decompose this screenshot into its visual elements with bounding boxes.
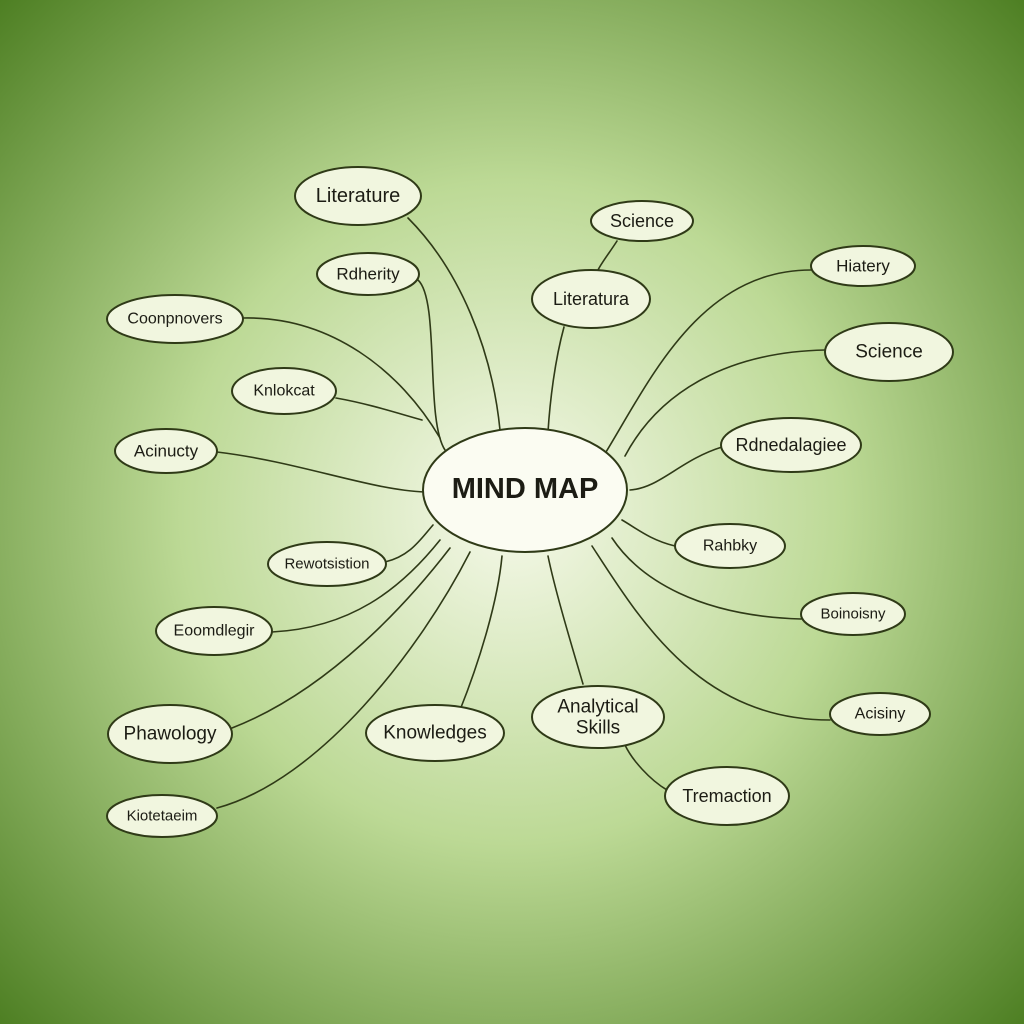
node-literatura[interactable]: Literatura: [531, 269, 651, 329]
node-shape-coonpnovers: [106, 294, 244, 344]
node-label-rahbky: Rahbky: [703, 538, 757, 555]
node-boinoisny[interactable]: Boinoisny: [800, 592, 906, 636]
center-node-label: MIND MAP: [452, 473, 599, 505]
link-analytical-skills: [547, 555, 584, 685]
node-shape-rahbky: [674, 523, 786, 569]
node-phawology[interactable]: Phawology: [107, 704, 233, 764]
connector-lines: [216, 217, 831, 809]
link-rdnedalagiee: [629, 446, 723, 491]
node-label-acinucty: Acinucty: [134, 442, 199, 461]
link-knowledges: [459, 555, 503, 711]
center-node[interactable]: MIND MAP: [422, 427, 628, 553]
link-phawology: [231, 547, 451, 729]
node-label-acisiny: Acisiny: [855, 706, 906, 723]
link-rahbky: [621, 519, 676, 547]
node-literature-top[interactable]: Literature: [294, 166, 422, 226]
link-eoomdlegir: [271, 539, 441, 633]
link-knlokcat: [335, 397, 423, 421]
node-label-boinoisny: Boinoisny: [820, 606, 886, 623]
node-label-literature-top: Literature: [316, 185, 401, 207]
node-knlokcat[interactable]: Knlokcat: [231, 367, 337, 415]
node-label-rdnedalagiee: Rdnedalagiee: [735, 435, 846, 455]
node-label-kiotetaeim: Kiotetaeim: [127, 808, 198, 825]
node-label-science-top: Science: [610, 211, 674, 231]
node-acinucty[interactable]: Acinucty: [114, 428, 218, 474]
node-label-eoomdlegir: Eoomdlegir: [174, 623, 256, 640]
node-label-hiatery: Hiatery: [836, 257, 890, 276]
node-hiatery[interactable]: Hiatery: [810, 245, 916, 287]
node-shape-acisiny: [829, 692, 931, 736]
link-acisiny: [591, 545, 831, 721]
link-rewotsistion: [384, 524, 434, 563]
link-literature-top: [407, 217, 501, 431]
node-shape-eoomdlegir: [155, 606, 273, 656]
topic-nodes: LiteratureRdherityCoonpnoversKnlokcatAci…: [106, 166, 954, 838]
node-rahbky[interactable]: Rahbky: [674, 523, 786, 569]
node-acisiny[interactable]: Acisiny: [829, 692, 931, 736]
node-shape-tremaction: [664, 766, 790, 826]
node-shape-rewotsistion: [267, 541, 387, 587]
node-shape-science-right: [824, 322, 954, 382]
node-shape-kiotetaeim: [106, 794, 218, 838]
node-label-literatura: Literatura: [553, 289, 630, 309]
node-label-coonpnovers: Coonpnovers: [127, 311, 222, 328]
node-kiotetaeim[interactable]: Kiotetaeim: [106, 794, 218, 838]
node-shape-science-top: [590, 200, 694, 242]
node-label-knlokcat: Knlokcat: [253, 383, 315, 400]
node-coonpnovers[interactable]: Coonpnovers: [106, 294, 244, 344]
node-shape-knlokcat: [231, 367, 337, 415]
node-eoomdlegir[interactable]: Eoomdlegir: [155, 606, 273, 656]
node-label-tremaction: Tremaction: [682, 786, 771, 806]
node-shape-analytical-skills: [531, 685, 665, 749]
link-tremaction: [624, 744, 668, 791]
node-shape-rdherity: [316, 252, 420, 296]
node-label-phawology: Phawology: [124, 724, 217, 745]
node-shape-rdnedalagiee: [720, 417, 862, 473]
link-kiotetaeim: [216, 551, 471, 809]
node-rewotsistion[interactable]: Rewotsistion: [267, 541, 387, 587]
node-shape-hiatery: [810, 245, 916, 287]
node-shape-literature-top: [294, 166, 422, 226]
node-shape-acinucty: [114, 428, 218, 474]
node-shape-phawology: [107, 704, 233, 764]
link-coonpnovers: [242, 317, 441, 439]
link-acinucty: [216, 451, 426, 493]
node-rdherity[interactable]: Rdherity: [316, 252, 420, 296]
node-science-right[interactable]: Science: [824, 322, 954, 382]
node-science-top[interactable]: Science: [590, 200, 694, 242]
node-shape-literatura: [531, 269, 651, 329]
link-literatura: [547, 326, 565, 433]
link-hiatery: [605, 269, 812, 453]
node-tremaction[interactable]: Tremaction: [664, 766, 790, 826]
node-shape-boinoisny: [800, 592, 906, 636]
node-knowledges[interactable]: Knowledges: [365, 704, 505, 762]
link-science-top: [597, 240, 618, 271]
node-label-science-right: Science: [855, 342, 923, 363]
node-label-rdherity: Rdherity: [336, 265, 400, 284]
node-rdnedalagiee[interactable]: Rdnedalagiee: [720, 417, 862, 473]
node-shape-knowledges: [365, 704, 505, 762]
link-boinoisny: [611, 537, 802, 620]
node-label-knowledges: Knowledges: [383, 723, 487, 744]
link-science-right: [624, 349, 826, 457]
node-label-rewotsistion: Rewotsistion: [284, 556, 369, 573]
center-node-shape: [422, 427, 628, 553]
